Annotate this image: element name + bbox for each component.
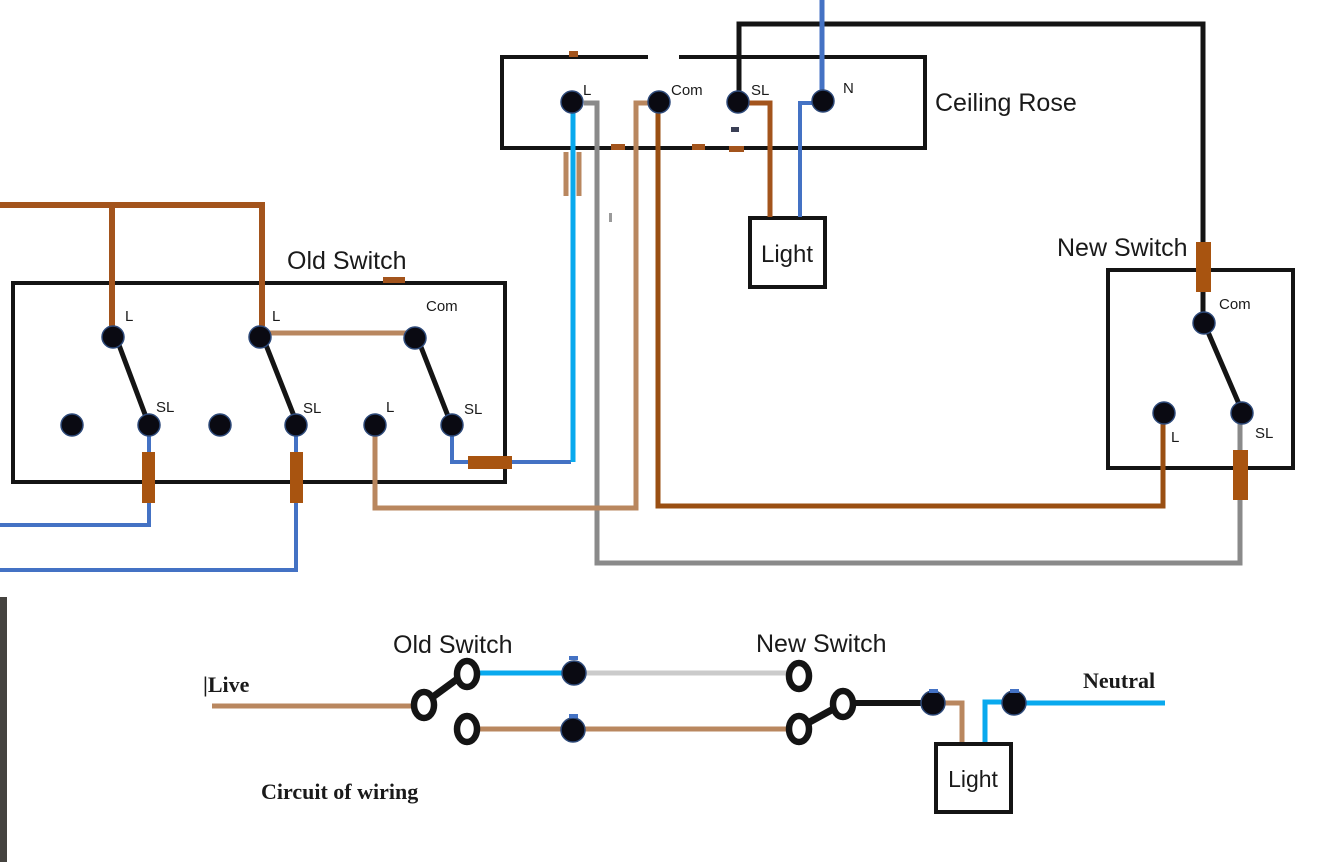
circuit-old-switch-label: Old Switch [393, 631, 512, 659]
ceiling-rose-label: Ceiling Rose [935, 89, 1077, 117]
circuit-junction-3 [920, 690, 946, 716]
old-terminal-spare1 [60, 413, 84, 437]
circuit-brown-jog [944, 700, 965, 742]
old-sl3-blue [450, 436, 571, 464]
border-gap [648, 51, 679, 63]
circuit-ring-new-bottom [785, 712, 813, 746]
old-switch-lever-1 [116, 342, 149, 420]
rose-sl-black-loop [736, 21, 1206, 315]
light-top-label: Light [761, 241, 813, 268]
dark-tick-sl [731, 127, 739, 132]
light-bottom-label: Light [948, 766, 998, 792]
rose-label-sl: SL [751, 82, 769, 99]
circuit-junction-2 [560, 717, 586, 743]
circuit-ring-new-pivot [829, 687, 857, 721]
circuit-ring-new-top [785, 659, 813, 693]
circuit-caption: Circuit of wiring [261, 779, 418, 804]
window-edge-bar [0, 597, 7, 862]
brown-dash-1 [611, 144, 625, 150]
old-terminal-l2 [248, 325, 272, 349]
rose-label-com: Com [671, 82, 703, 99]
old-l3-to-rose-com-tan [372, 100, 651, 511]
new-switch-lever [1205, 329, 1242, 407]
old-terminal-com [403, 326, 427, 350]
new-switch-label: New Switch [1057, 234, 1188, 262]
old-switch-lever-2 [263, 342, 297, 419]
old-label-sl3: SL [464, 401, 482, 418]
sleeve-new-com [1196, 242, 1211, 292]
ceiling-rose-box [500, 55, 927, 150]
new-terminal-sl [1230, 401, 1254, 425]
blue-tick-3 [929, 689, 938, 693]
new-label-l: L [1171, 429, 1179, 446]
circuit-ring-live-pivot [410, 688, 438, 722]
brown-dash-top [569, 51, 578, 57]
old-label-l3: L [386, 399, 394, 416]
neutral-label: Neutral [1083, 668, 1155, 693]
rose-terminal-l [560, 90, 584, 114]
old-label-com: Com [426, 298, 458, 315]
old-terminal-l1 [101, 325, 125, 349]
old-terminal-sl2 [284, 413, 308, 437]
rose-n-to-light-blue [798, 101, 814, 217]
brown-dash-3 [729, 146, 744, 152]
new-terminal-com [1192, 311, 1216, 335]
sleeve-old-sl3 [468, 456, 512, 469]
rose-com-to-new-l-brown [655, 110, 1166, 509]
live-label: |Live [203, 672, 250, 697]
circuit-junction-1 [561, 660, 587, 686]
rose-label-l: L [583, 82, 591, 99]
feed-brown-main [0, 202, 265, 326]
old-label-sl2: SL [303, 400, 321, 417]
old-switch-lever-3 [418, 344, 451, 419]
rose-terminal-n [811, 89, 835, 113]
light-box-bottom [934, 742, 1013, 814]
blue-tick-4 [1010, 689, 1019, 693]
circuit-ring-old-top [453, 657, 481, 691]
new-label-com: Com [1219, 296, 1251, 313]
old-terminal-l3 [363, 413, 387, 437]
circuit-new-switch-label: New Switch [756, 630, 887, 658]
old-terminal-sl1 [137, 413, 161, 437]
rose-terminal-sl [726, 90, 750, 114]
blue-tick-2 [569, 714, 578, 718]
brown-dash-2 [692, 144, 705, 150]
rose-l-gray-loop [584, 100, 1243, 566]
sleeve-old-sl2 [290, 452, 303, 503]
rose-sl-to-light-brown [746, 100, 773, 217]
old-terminal-spare2 [208, 413, 232, 437]
gray-tick [609, 213, 612, 222]
old-label-l1: L [125, 308, 133, 325]
blue-tick-1 [569, 656, 578, 660]
new-label-sl: SL [1255, 425, 1273, 442]
new-terminal-l [1152, 401, 1176, 425]
old-label-l2: L [272, 308, 280, 325]
old-terminal-sl3 [440, 413, 464, 437]
old-switch-label: Old Switch [287, 247, 406, 275]
rose-terminal-com [647, 90, 671, 114]
sleeve-new-sl [1233, 450, 1248, 500]
circuit-ring-old-bottom [453, 712, 481, 746]
light-box-top [748, 216, 827, 289]
rose-label-n: N [843, 80, 854, 97]
sleeve-old-sl1 [142, 452, 155, 503]
old-label-sl1: SL [156, 399, 174, 416]
brown-dash-old [383, 277, 405, 283]
circuit-junction-4 [1001, 690, 1027, 716]
